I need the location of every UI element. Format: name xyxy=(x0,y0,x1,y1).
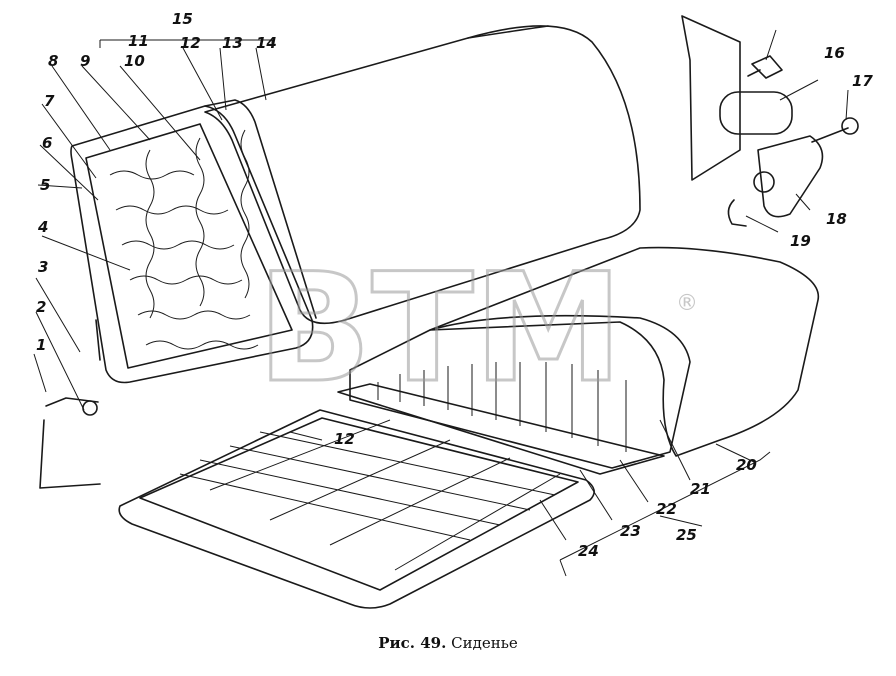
callout-1: 1 xyxy=(36,336,46,354)
callout-23: 23 xyxy=(620,522,641,540)
callout-17: 17 xyxy=(852,72,873,90)
callout-9: 9 xyxy=(80,52,90,70)
pin-17-icon xyxy=(811,117,859,143)
figure-caption: Рис. 49. Сиденье xyxy=(0,634,896,652)
callout-20: 20 xyxy=(736,456,757,474)
cotter-pin-19-icon xyxy=(727,199,747,227)
callout-13: 13 xyxy=(222,34,243,52)
callout-15: 15 xyxy=(172,10,193,28)
callout-19: 19 xyxy=(790,232,811,250)
callout-22: 22 xyxy=(656,500,677,518)
callout-25: 25 xyxy=(676,526,697,544)
bracket-18-icon xyxy=(753,135,824,218)
callout-8: 8 xyxy=(48,52,58,70)
callout-16: 16 xyxy=(824,44,845,62)
callout-2: 2 xyxy=(36,298,46,316)
callout-3: 3 xyxy=(38,258,48,276)
felt-pad xyxy=(337,383,665,475)
callout-5: 5 xyxy=(40,176,50,194)
seat-cushion xyxy=(349,246,820,469)
watermark-mark: ® xyxy=(676,291,698,316)
callout-12-base: 12 xyxy=(334,430,355,448)
seat-back-cushion xyxy=(204,25,641,325)
bushing-16-icon xyxy=(719,91,793,135)
hinge-left-icon xyxy=(39,397,101,489)
seat-base-frame xyxy=(118,409,595,609)
caption-label: Рис. 49. xyxy=(378,634,447,652)
watermark: BTM ® xyxy=(256,241,698,418)
watermark-text: BTM xyxy=(257,242,623,416)
callout-4: 4 xyxy=(37,218,48,236)
callout-6: 6 xyxy=(42,134,52,152)
callout-11: 11 xyxy=(128,32,149,50)
callout-14: 14 xyxy=(256,34,277,52)
callout-24: 24 xyxy=(578,542,599,560)
seat-back-frame xyxy=(70,99,317,384)
caption-title: Сиденье xyxy=(451,634,518,652)
callout-18: 18 xyxy=(826,210,847,228)
callout-7: 7 xyxy=(44,92,55,110)
callout-10: 10 xyxy=(124,52,145,70)
callout-21: 21 xyxy=(690,480,711,498)
callout-12: 12 xyxy=(180,34,201,52)
hinge-plate-icon xyxy=(681,15,741,181)
leader-lines xyxy=(33,29,849,577)
bolt-2-icon xyxy=(747,55,783,79)
